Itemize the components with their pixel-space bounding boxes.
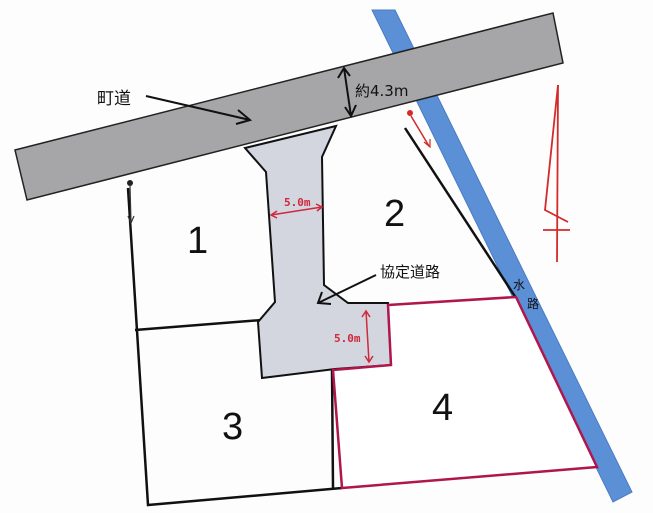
- lot-number-1: 1: [187, 220, 208, 262]
- width-label-bottom: 5.0m: [334, 332, 361, 345]
- lot-number-2: 2: [384, 193, 405, 235]
- town-road: [14, 12, 564, 201]
- width-dimension-bottom: [361, 309, 374, 364]
- town-road-label: 町道: [97, 89, 131, 109]
- lot-4-boundary: [331, 295, 599, 490]
- boundary-marker-left: [127, 180, 135, 225]
- lot-number-4: 4: [432, 387, 453, 429]
- lot-number-3: 3: [222, 406, 243, 448]
- water-channel-label-1: 水: [513, 278, 525, 292]
- road-width-arrow: [337, 66, 357, 119]
- boundary-marker-right: [407, 110, 431, 149]
- width-label-top: 5.0m: [284, 196, 311, 209]
- agreement-road-pointer-arrow: [316, 274, 377, 305]
- width-dimension-top: [269, 203, 324, 219]
- north-arrow-icon: [543, 84, 570, 263]
- agreement-road-label: 協定道路: [380, 263, 440, 281]
- road-width-label: 約4.3m: [355, 82, 408, 100]
- lot-boundaries: [126, 127, 518, 507]
- town-road-pointer-arrow: [145, 95, 253, 125]
- water-channel-label-2: 路: [527, 296, 539, 311]
- agreement-road: [243, 124, 393, 380]
